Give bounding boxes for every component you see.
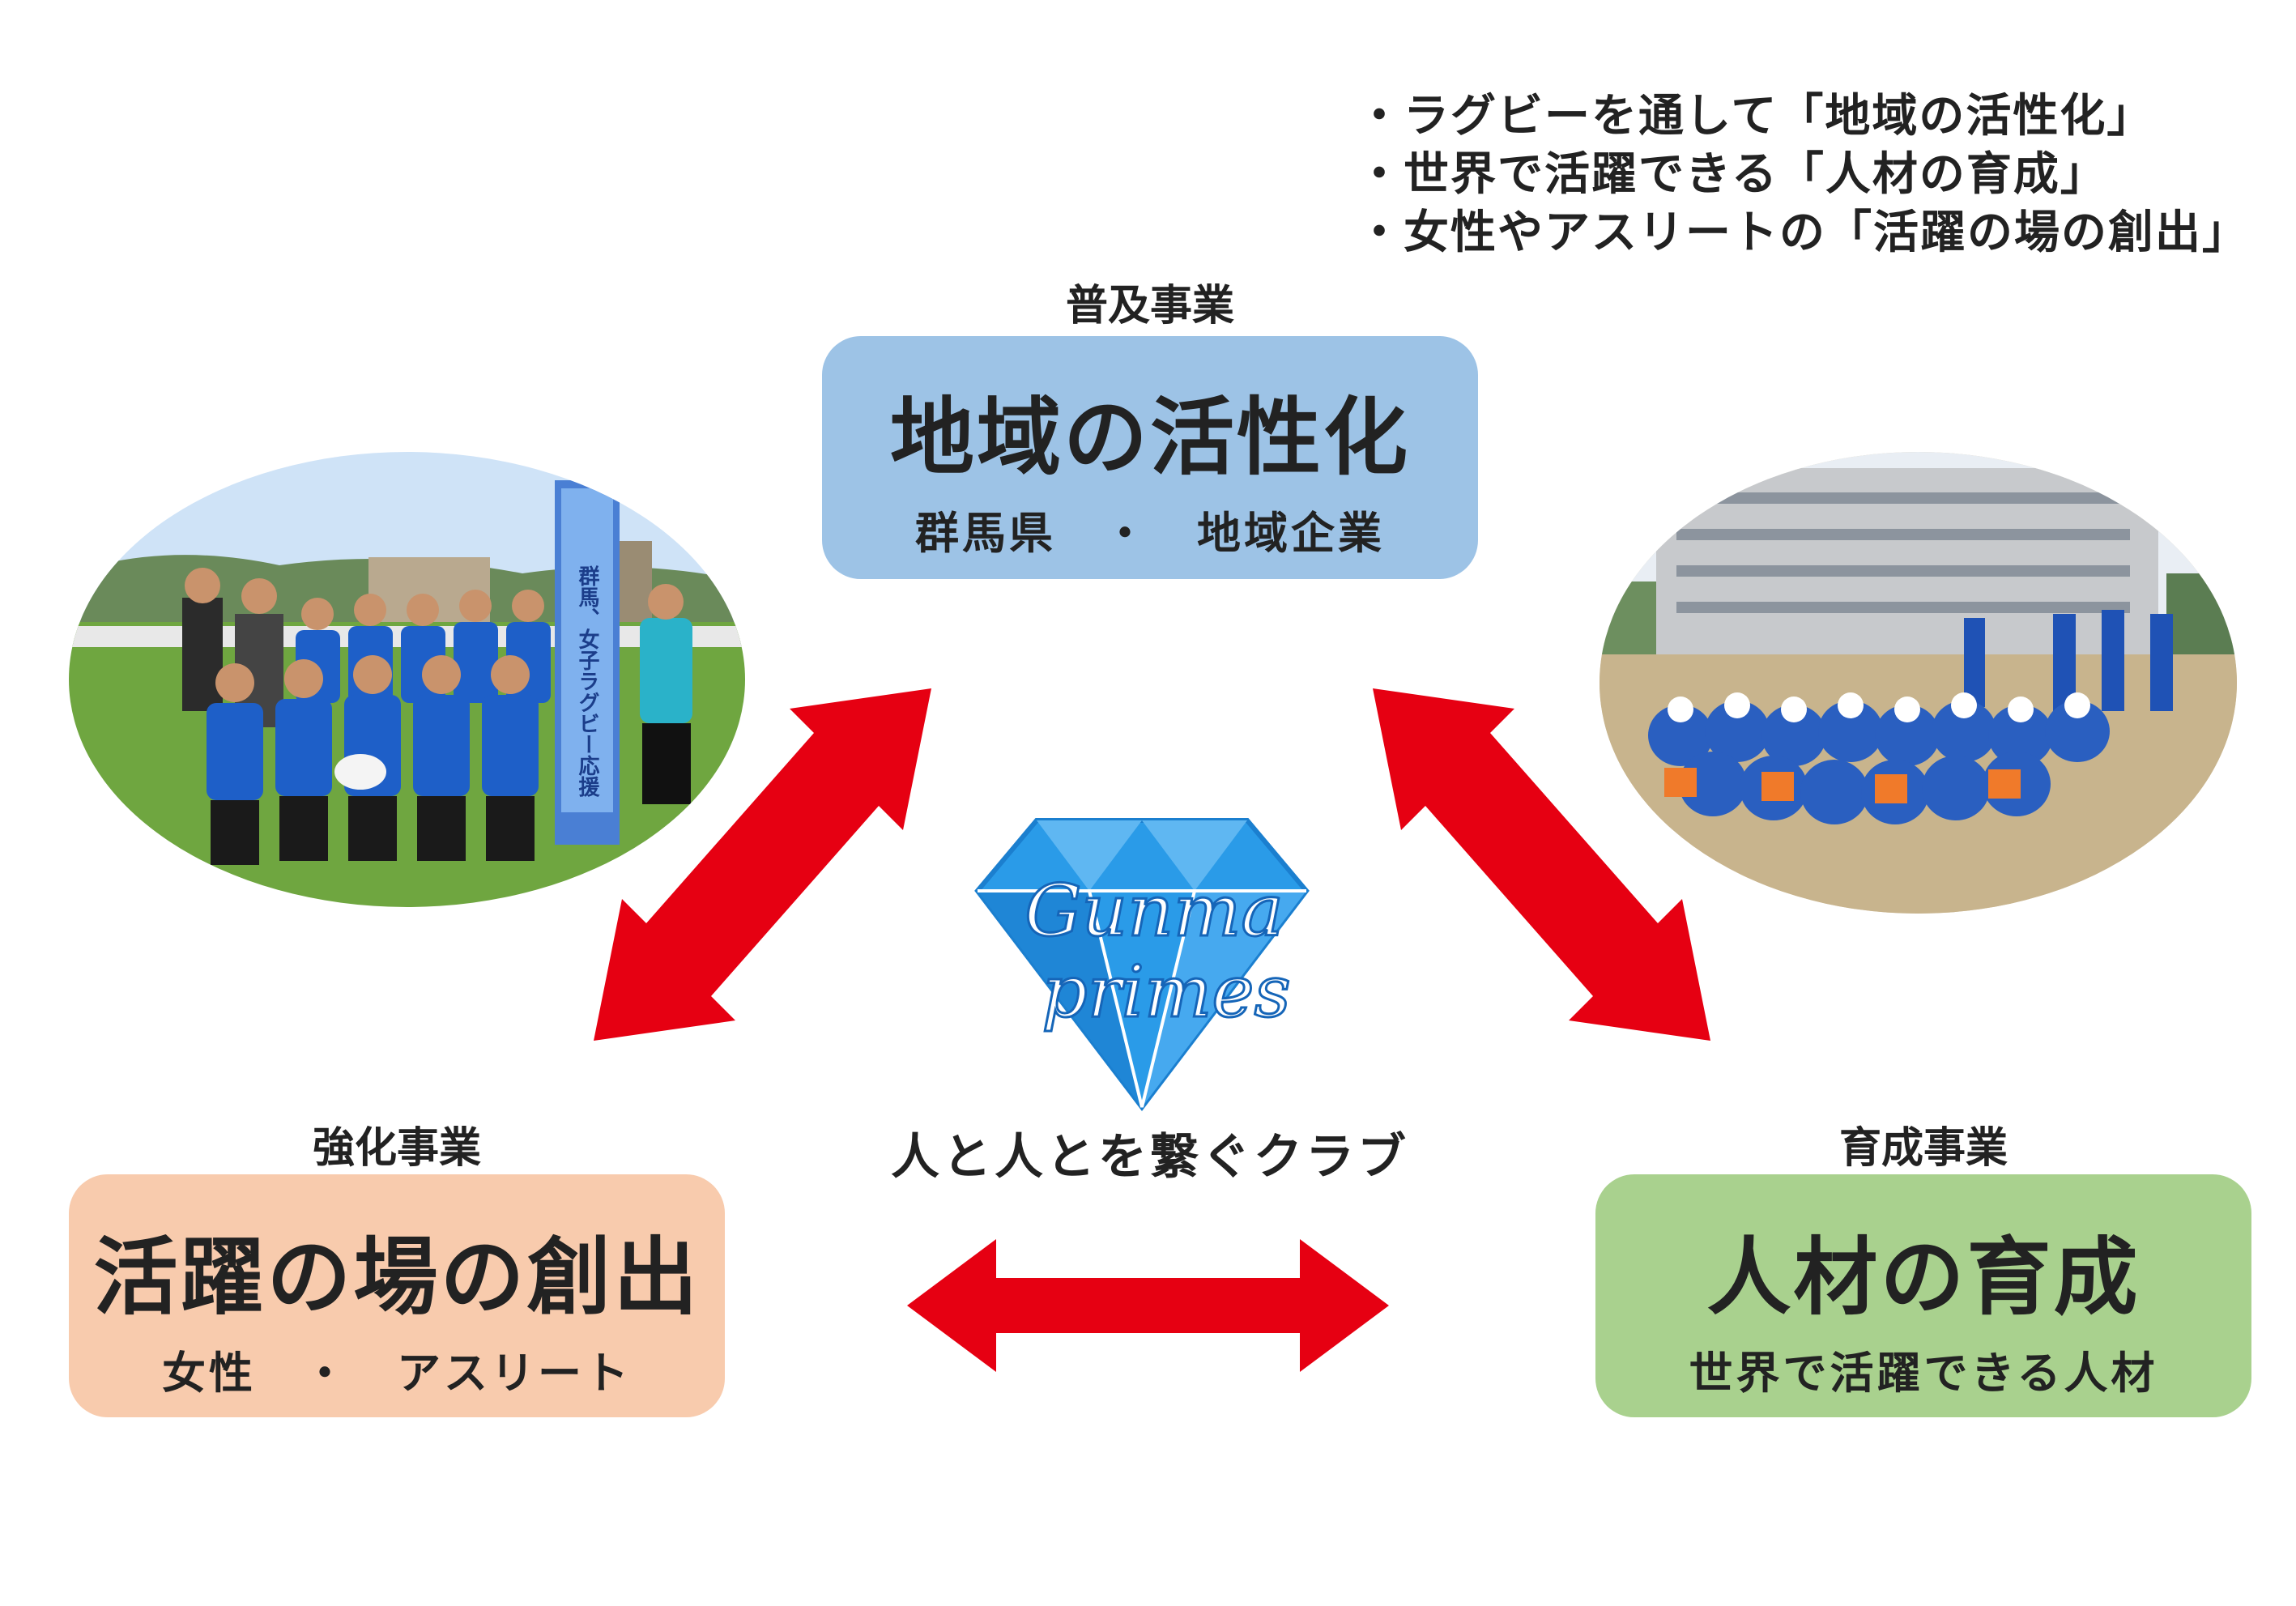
gunma-primes-logo: Gunma primes	[968, 814, 1316, 1114]
left-subtitle: 女性 ・ アスリート	[162, 1348, 632, 1399]
right-box: 人材の育成 世界で活躍できる人材	[1595, 1174, 2251, 1417]
arrow-bottom-horizontal-icon	[907, 1239, 1389, 1372]
arrow-top-left-icon	[594, 688, 931, 1041]
logo-text-line1: Gunma	[1024, 869, 1284, 952]
diamond-logo-icon: Gunma primes	[974, 818, 1310, 1111]
flag-text: 群馬、女子ラグビー応援	[575, 565, 600, 797]
top-title: 地域の活性化	[889, 388, 1410, 487]
left-heading: 強化事業	[312, 1124, 481, 1173]
right-heading: 育成事業	[1838, 1124, 2008, 1173]
goal-item: ・女性やアスリートの「活躍の場の創出」	[1357, 207, 2249, 259]
goals-list: ・ラグビーを通して「地域の活性化」 ・世界で活躍できる「人材の育成」 ・女性やア…	[1357, 87, 2249, 262]
top-box: 地域の活性化 群馬県 ・ 地域企業	[822, 336, 1478, 579]
arrow-top-right-icon	[1373, 688, 1710, 1041]
right-title: 人材の育成	[1706, 1228, 2141, 1327]
right-subtitle: 世界で活躍できる人材	[1689, 1348, 2158, 1399]
logo-text-line2: primes	[1042, 950, 1290, 1033]
club-tagline: 人と人とを繋ぐクラブ	[891, 1129, 1409, 1186]
team-photo: 群馬、女子ラグビー応援	[69, 452, 745, 907]
left-box: 活躍の場の創出 女性 ・ アスリート	[69, 1174, 725, 1417]
left-title: 活躍の場の創出	[93, 1228, 701, 1327]
rugby-team-photo-icon: 群馬、女子ラグビー応援	[69, 452, 745, 907]
goal-item: ・世界で活躍できる「人材の育成」	[1357, 148, 2107, 201]
top-heading: 普及事業	[1065, 282, 1234, 330]
top-subtitle: 群馬県 ・ 地域企業	[915, 508, 1385, 559]
goal-item: ・ラグビーを通して「地域の活性化」	[1357, 90, 2154, 143]
